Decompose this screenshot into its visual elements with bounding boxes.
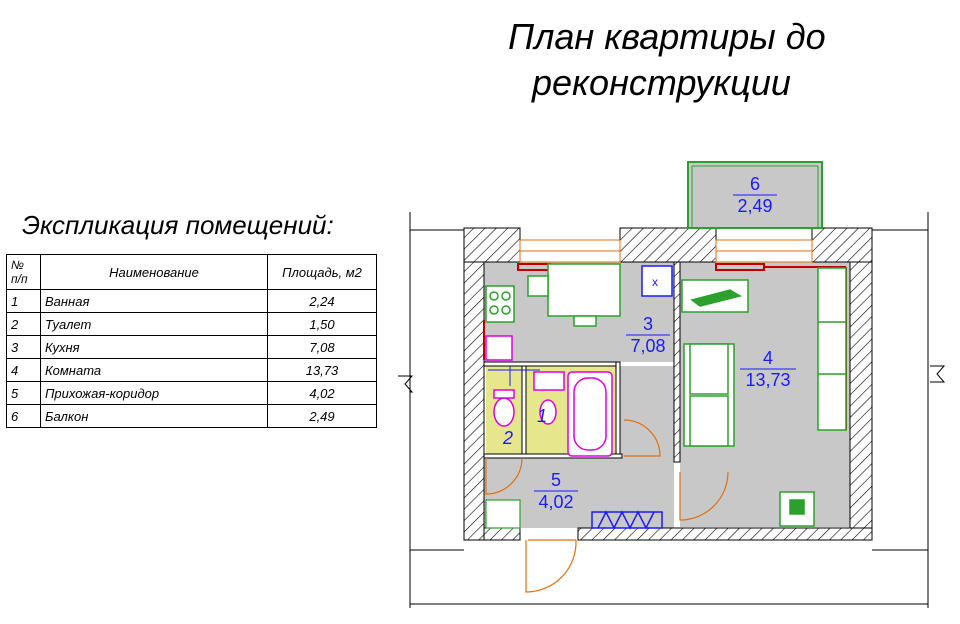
bathroom-fixtures xyxy=(493,371,613,457)
room-3-number: 3 xyxy=(643,314,653,334)
cell-name: Кухня xyxy=(40,335,268,359)
room-furniture xyxy=(681,267,847,527)
wardrobe-icon xyxy=(817,267,847,431)
room-4-number: 4 xyxy=(763,348,773,368)
cell-area: 2,24 xyxy=(267,289,377,313)
room-1-number: 1 xyxy=(537,406,547,426)
column-header-num: № п/п xyxy=(6,254,41,290)
cell-num: 3 xyxy=(6,335,41,359)
page-title: План квартиры до реконструкции xyxy=(508,14,908,106)
column-header-area: Площадь, м2 xyxy=(267,254,377,290)
explication-heading: Экспликация помещений: xyxy=(22,210,334,240)
room-5-area: 4,02 xyxy=(538,492,573,512)
pipes xyxy=(488,366,540,386)
windows xyxy=(519,239,813,263)
doors xyxy=(485,419,729,593)
room-3-area: 7,08 xyxy=(630,336,665,356)
cell-area: 13,73 xyxy=(267,358,377,382)
washbasin-icon xyxy=(533,371,565,391)
room-5-number: 5 xyxy=(551,470,561,490)
shoe-rack-icon xyxy=(591,510,663,530)
walls xyxy=(463,227,873,541)
room-labels: 6 2,49 3 7,08 4 13,73 5 4,02 1 2 xyxy=(502,174,796,512)
title-line-1: План квартиры до xyxy=(508,16,826,57)
room-2-number: 2 xyxy=(502,428,513,448)
kitchen-fixtures: x xyxy=(485,263,673,361)
kitchen-table xyxy=(547,263,621,317)
cell-name: Прихожая-коридор xyxy=(40,381,268,405)
title-line-2: реконструкции xyxy=(532,62,791,103)
cell-area: 7,08 xyxy=(267,335,377,359)
cell-area: 2,49 xyxy=(267,404,377,428)
kitchen-sink-icon xyxy=(485,335,513,361)
cell-name: Балкон xyxy=(40,404,268,428)
stove-icon xyxy=(485,285,515,323)
gas-boiler-icon xyxy=(641,265,673,297)
cell-area: 4,02 xyxy=(267,381,377,405)
svg-text:x: x xyxy=(652,275,658,289)
dimension-lines xyxy=(398,212,946,608)
toilet-icon xyxy=(493,397,515,427)
cell-num: 4 xyxy=(6,358,41,382)
floors xyxy=(484,262,850,528)
cell-name: Ванная xyxy=(40,289,268,313)
cell-area: 1,50 xyxy=(267,312,377,336)
room-6-area: 2,49 xyxy=(737,196,772,216)
room-4-area: 13,73 xyxy=(745,370,790,390)
room-6-number: 6 xyxy=(750,174,760,194)
bath-sink-icon xyxy=(539,399,557,425)
